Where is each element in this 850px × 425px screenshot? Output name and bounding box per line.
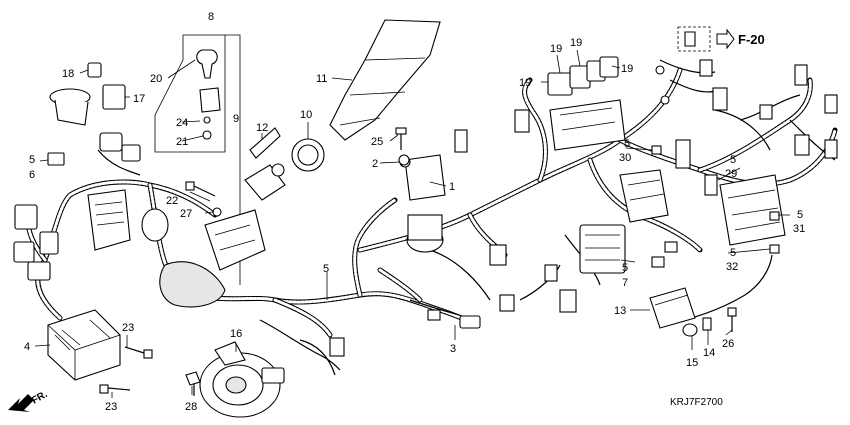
callout-5-lowright: 5 xyxy=(730,247,736,259)
part-22-27-bolts xyxy=(185,181,222,217)
callout-5-center: 5 xyxy=(323,263,329,275)
callout-15: 15 xyxy=(686,357,698,369)
callout-5-fusebox: 5 xyxy=(730,154,736,166)
right-connectors xyxy=(651,59,838,268)
callout-16: 16 xyxy=(230,328,242,340)
control-unit-left xyxy=(87,189,226,308)
part-10-cover xyxy=(291,138,325,172)
callout-17: 17 xyxy=(133,93,145,105)
part-23-bolts xyxy=(99,346,153,394)
callout-5-mid: 5 xyxy=(622,262,628,274)
callout-8: 8 xyxy=(208,11,214,23)
part-1-coil xyxy=(399,154,446,253)
callout-5-upper: 5 xyxy=(624,138,630,150)
part-4-regulator xyxy=(47,309,121,381)
callout-23-top: 23 xyxy=(122,322,134,334)
callout-7: 7 xyxy=(622,277,628,289)
callout-27: 27 xyxy=(180,208,192,220)
callout-28: 28 xyxy=(185,401,197,413)
part-16-horn xyxy=(199,341,281,418)
drawing-code: KRJ7F2700 xyxy=(670,397,723,408)
callout-26: 26 xyxy=(722,338,734,350)
callout-19-b: 19 xyxy=(550,43,562,55)
part-25-bolt xyxy=(395,127,410,166)
callout-10: 10 xyxy=(300,109,312,121)
part-17-18 xyxy=(49,62,141,162)
part-28-bolt xyxy=(185,371,201,396)
callout-4: 4 xyxy=(24,341,30,353)
callout-32: 32 xyxy=(726,261,738,273)
callout-20: 20 xyxy=(150,73,162,85)
callout-23-bottom: 23 xyxy=(105,401,117,413)
callout-22: 22 xyxy=(166,195,178,207)
fuse-box xyxy=(619,169,786,246)
part-9-ignition-switch xyxy=(204,127,286,271)
callout-3: 3 xyxy=(450,343,456,355)
leader-lines xyxy=(34,49,790,398)
part-13-unit xyxy=(649,287,696,329)
callout-19-c: 19 xyxy=(570,37,582,49)
callout-29: 29 xyxy=(725,168,737,180)
callout-12: 12 xyxy=(256,122,268,134)
horn-connectors xyxy=(261,337,345,384)
section-reference-arrow: F-20 xyxy=(677,26,765,52)
callout-24: 24 xyxy=(176,117,188,129)
part-3-sensor xyxy=(427,309,481,329)
callout-14: 14 xyxy=(703,347,715,359)
section-ref-label: F-20 xyxy=(738,32,765,47)
part-11-bracket xyxy=(329,19,441,141)
relays-19 xyxy=(547,56,626,151)
parts-14-15-26 xyxy=(682,307,737,337)
callout-labels: 1 2 3 4 5 6 5 5 7 5 30 5 29 5 31 5 32 8 … xyxy=(24,11,805,413)
callout-9: 9 xyxy=(233,113,239,125)
callout-25: 25 xyxy=(371,136,383,148)
callout-19-a: 19 xyxy=(519,77,531,89)
callout-2: 2 xyxy=(372,158,378,170)
left-connectors xyxy=(13,152,65,281)
callout-5-right: 5 xyxy=(797,209,803,221)
direction-label: FR. xyxy=(30,389,50,407)
callout-30: 30 xyxy=(619,152,631,164)
callout-1: 1 xyxy=(449,181,455,193)
callout-19-d: 19 xyxy=(621,63,633,75)
callout-13: 13 xyxy=(614,305,626,317)
part-8-key-set xyxy=(154,34,241,285)
front-direction-arrow: FR. xyxy=(8,389,50,412)
mid-connectors xyxy=(454,109,626,313)
callout-11: 11 xyxy=(316,73,327,85)
callout-6: 6 xyxy=(29,169,35,181)
callout-31: 31 xyxy=(793,223,805,235)
callout-18: 18 xyxy=(62,68,74,80)
callout-21: 21 xyxy=(176,136,188,148)
callout-5-left: 5 xyxy=(29,154,35,166)
